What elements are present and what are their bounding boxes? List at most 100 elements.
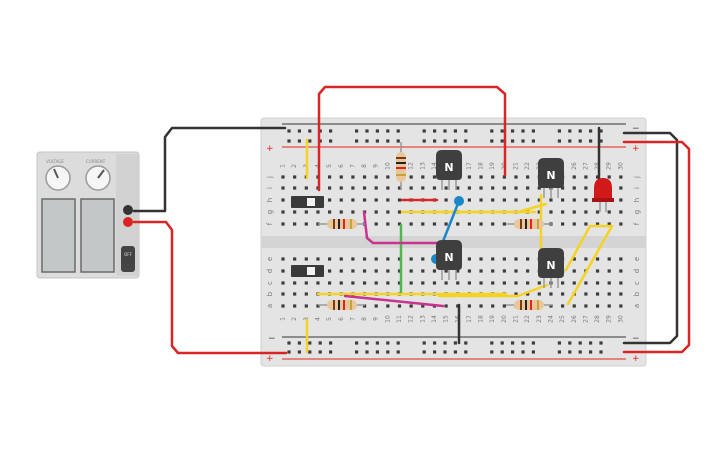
rail-hole[interactable] (329, 341, 333, 345)
breadboard-hole[interactable] (351, 281, 355, 285)
breadboard-hole[interactable] (293, 304, 297, 308)
wire-magenta-upper[interactable] (362, 210, 442, 245)
rail-hole[interactable] (396, 129, 400, 133)
rail-hole[interactable] (599, 350, 603, 354)
breadboard-hole[interactable] (595, 222, 600, 226)
breadboard-hole[interactable] (328, 281, 332, 285)
rail-hole[interactable] (599, 341, 603, 345)
rail-hole[interactable] (531, 129, 535, 133)
breadboard-hole[interactable] (619, 175, 623, 179)
breadboard-hole[interactable] (514, 281, 518, 285)
rail-hole[interactable] (433, 341, 437, 345)
positive-terminal[interactable] (123, 217, 133, 227)
breadboard-hole[interactable] (362, 269, 367, 273)
breadboard-hole[interactable] (421, 175, 425, 179)
rail-hole[interactable] (443, 129, 447, 133)
rail-hole[interactable] (375, 139, 379, 143)
rail-hole[interactable] (329, 350, 333, 354)
breadboard-hole[interactable] (432, 281, 437, 285)
breadboard-hole[interactable] (467, 198, 471, 202)
rail-hole[interactable] (365, 341, 369, 345)
wire-magenta-lower[interactable] (343, 294, 445, 308)
rail-hole[interactable] (500, 129, 504, 133)
rail-hole[interactable] (443, 139, 447, 143)
breadboard-hole[interactable] (316, 304, 320, 308)
breadboard-hole[interactable] (549, 292, 553, 296)
breadboard-hole[interactable] (584, 257, 588, 261)
breadboard-hole[interactable] (316, 257, 320, 261)
breadboard-hole[interactable] (607, 175, 611, 179)
breadboard-hole[interactable] (479, 304, 483, 308)
breadboard-hole[interactable] (339, 281, 343, 285)
breadboard-hole[interactable] (584, 210, 588, 214)
breadboard-hole[interactable] (467, 257, 471, 261)
breadboard-hole[interactable] (362, 257, 367, 261)
breadboard-hole[interactable] (514, 269, 518, 273)
breadboard-hole[interactable] (386, 257, 390, 261)
breadboard-hole[interactable] (362, 198, 367, 202)
breadboard-hole[interactable] (619, 269, 623, 273)
breadboard-hole[interactable] (281, 222, 285, 226)
rail-hole[interactable] (531, 341, 535, 345)
breadboard-hole[interactable] (304, 292, 308, 296)
breadboard-hole[interactable] (537, 198, 541, 202)
breadboard-hole[interactable] (444, 269, 448, 273)
rail-hole[interactable] (443, 341, 447, 345)
breadboard-hole[interactable] (386, 269, 390, 273)
transistor-q2[interactable]: N (538, 158, 564, 198)
breadboard-hole[interactable] (362, 304, 367, 308)
breadboard-hole[interactable] (467, 269, 471, 273)
rail-hole[interactable] (422, 139, 426, 143)
breadboard-hole[interactable] (595, 210, 600, 214)
rail-hole[interactable] (453, 350, 457, 354)
breadboard-hole[interactable] (456, 186, 460, 190)
transistor-q1[interactable]: N (436, 150, 462, 190)
wire-black-right-rails[interactable] (622, 131, 679, 345)
transistor-q3[interactable]: N (436, 240, 462, 280)
breadboard-hole[interactable] (304, 210, 308, 214)
breadboard-hole[interactable] (479, 281, 483, 285)
rail-hole[interactable] (329, 139, 333, 143)
breadboard-hole[interactable] (281, 175, 285, 179)
breadboard-hole[interactable] (421, 304, 425, 308)
rail-hole[interactable] (557, 129, 561, 133)
rail-hole[interactable] (433, 350, 437, 354)
breadboard-hole[interactable] (537, 281, 541, 285)
breadboard-hole[interactable] (595, 304, 600, 308)
breadboard-hole[interactable] (549, 304, 553, 308)
breadboard-hole[interactable] (432, 175, 437, 179)
breadboard-hole[interactable] (374, 304, 378, 308)
breadboard-hole[interactable] (362, 186, 367, 190)
rail-hole[interactable] (396, 139, 400, 143)
wire-red-right-rails[interactable] (622, 140, 691, 354)
rail-hole[interactable] (521, 139, 525, 143)
breadboard-hole[interactable] (339, 186, 343, 190)
rail-hole[interactable] (557, 350, 561, 354)
rail-hole[interactable] (453, 129, 457, 133)
breadboard-hole[interactable] (374, 281, 378, 285)
breadboard-hole[interactable] (549, 198, 553, 202)
breadboard-hole[interactable] (432, 186, 437, 190)
breadboard-hole[interactable] (607, 304, 611, 308)
breadboard-hole[interactable] (572, 175, 576, 179)
breadboard-hole[interactable] (328, 198, 332, 202)
breadboard-hole[interactable] (397, 281, 402, 285)
breadboard-hole[interactable] (316, 281, 320, 285)
breadboard-hole[interactable] (293, 175, 297, 179)
breadboard-hole[interactable] (397, 222, 402, 226)
breadboard-hole[interactable] (502, 175, 506, 179)
breadboard-hole[interactable] (316, 210, 320, 214)
breadboard-hole[interactable] (619, 281, 623, 285)
rail-hole[interactable] (568, 139, 572, 143)
breadboard-hole[interactable] (619, 198, 623, 202)
breadboard-hole[interactable] (479, 198, 483, 202)
breadboard-hole[interactable] (293, 210, 297, 214)
rail-hole[interactable] (422, 350, 426, 354)
breadboard-hole[interactable] (607, 257, 611, 261)
resistor-top-left[interactable] (318, 219, 365, 229)
rail-hole[interactable] (355, 129, 359, 133)
rail-hole[interactable] (578, 129, 582, 133)
breadboard-hole[interactable] (607, 292, 611, 296)
breadboard-hole[interactable] (502, 281, 506, 285)
rail-hole[interactable] (578, 350, 582, 354)
